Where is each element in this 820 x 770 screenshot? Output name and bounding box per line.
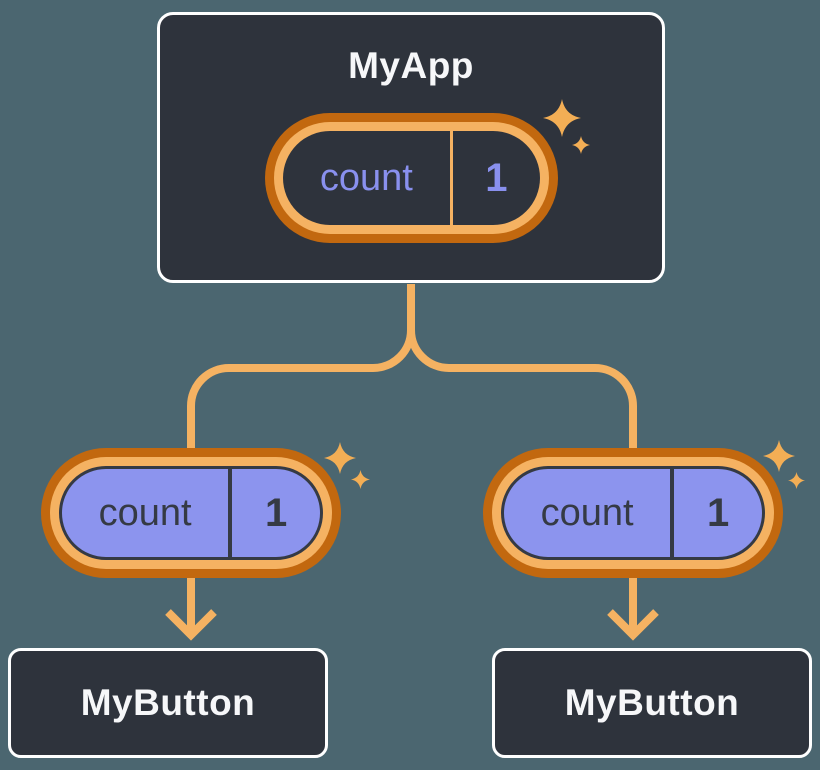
node-mybutton-right: MyButton bbox=[492, 648, 812, 758]
prop-pill-left-ring: count 1 bbox=[50, 457, 332, 569]
prop-pill-left-value: 1 bbox=[228, 469, 320, 557]
sparkle-icon bbox=[763, 440, 806, 490]
prop-pill-right: count 1 bbox=[483, 448, 783, 578]
branch-line-left bbox=[187, 284, 415, 452]
state-pill-ring: count 1 bbox=[274, 122, 549, 234]
state-pill-label: count bbox=[319, 156, 413, 199]
prop-pill-right-ring: count 1 bbox=[492, 457, 774, 569]
prop-pill-right-label: count bbox=[540, 491, 634, 534]
node-myapp-title: MyApp bbox=[348, 45, 474, 86]
node-mybutton-left-title: MyButton bbox=[80, 682, 256, 723]
sparkle-icon bbox=[324, 442, 370, 489]
state-pill-value: 1 bbox=[449, 131, 540, 225]
prop-pill-right-value: 1 bbox=[670, 469, 762, 557]
prop-pill-left-label: count bbox=[98, 491, 192, 534]
node-mybutton-left: MyButton bbox=[8, 648, 328, 758]
branch-line-right bbox=[407, 284, 637, 452]
sparkle-icon bbox=[543, 99, 590, 154]
node-mybutton-right-title: MyButton bbox=[564, 682, 740, 723]
state-pill-root: count 1 bbox=[265, 113, 558, 243]
prop-pill-left: count 1 bbox=[41, 448, 341, 578]
